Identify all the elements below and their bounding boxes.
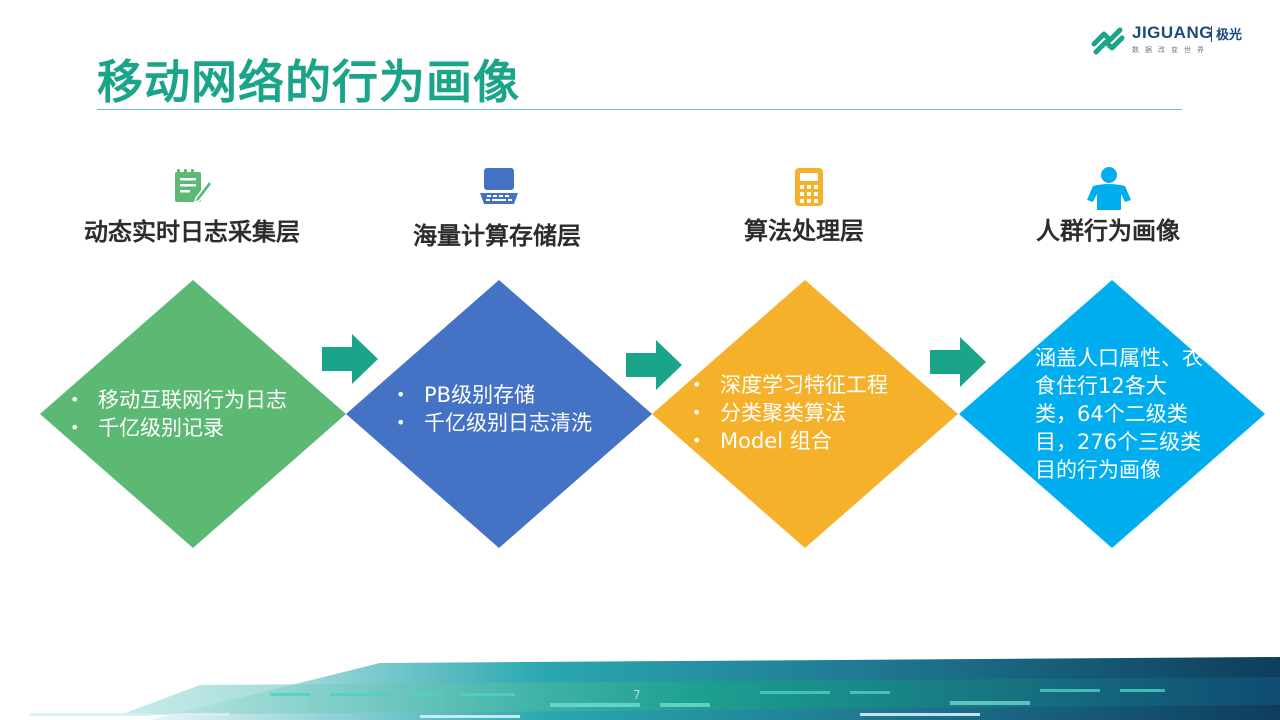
list-item: 千亿级别日志清洗 — [394, 409, 592, 437]
page-number: 7 — [633, 688, 641, 702]
logo-wordmark: JIGUANG — [1132, 23, 1213, 42]
stage-title-collection: 动态实时日志采集层 — [84, 218, 300, 246]
calculator-icon — [795, 168, 823, 206]
stage-title-storage: 海量计算存储层 — [413, 222, 581, 250]
footer-decoration — [30, 657, 1280, 720]
portrait-description: 涵盖人口属性、衣食住行12各大类，64个二级类目，276个三级类目的行为画像 — [1035, 346, 1203, 482]
list-item: 千亿级别记录 — [68, 414, 287, 442]
jiguang-logo-icon — [1091, 27, 1125, 55]
collection-bullet-list: 移动互联网行为日志 千亿级别记录 — [68, 386, 287, 442]
list-item: Model 组合 — [690, 427, 888, 455]
stage-title-portrait: 人群行为画像 — [1036, 217, 1180, 245]
logo-separator — [1211, 26, 1212, 42]
list-item: 深度学习特征工程 — [690, 371, 888, 399]
storage-bullet-list: PB级别存储 千亿级别日志清洗 — [394, 381, 592, 437]
arrow-right-icon — [626, 340, 682, 390]
notepad-pen-icon — [175, 169, 213, 204]
algorithm-bullet-list: 深度学习特征工程 分类聚类算法 Model 组合 — [690, 371, 888, 455]
stage-title-algorithm: 算法处理层 — [744, 217, 864, 245]
list-item: PB级别存储 — [394, 381, 592, 409]
list-item: 分类聚类算法 — [690, 399, 888, 427]
jiguang-logo: JIGUANG 极光 数据改变世界 — [1090, 20, 1260, 60]
page-title: 移动网络的行为画像 — [97, 55, 520, 109]
logo-slogan: 数据改变世界 — [1132, 46, 1210, 54]
laptop-icon — [480, 168, 518, 204]
diamond-portrait — [959, 280, 1265, 548]
list-item: 移动互联网行为日志 — [68, 386, 287, 414]
arrow-right-icon — [322, 334, 378, 384]
title-divider — [97, 109, 1182, 110]
arrow-right-icon — [930, 337, 986, 387]
person-icon — [1087, 167, 1131, 210]
logo-chinese-name: 极光 — [1216, 28, 1243, 43]
